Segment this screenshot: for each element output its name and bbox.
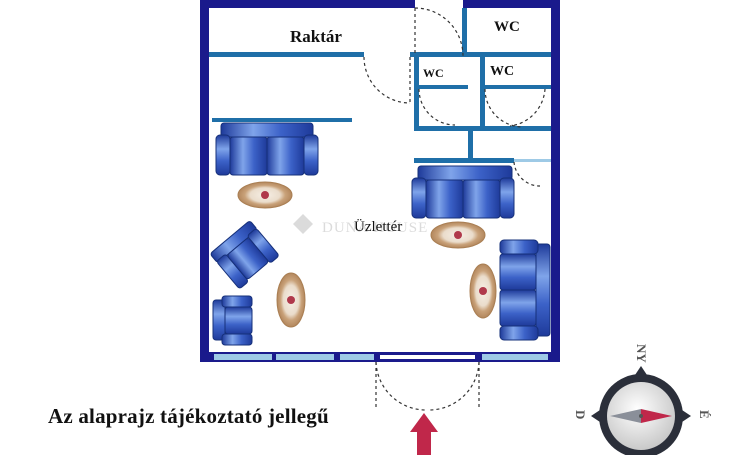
wall-top-left: [200, 0, 415, 8]
door-swing-entrance-right: [428, 361, 480, 411]
window: [340, 354, 374, 360]
compass-rose: NY É D: [573, 344, 712, 458]
furniture: [210, 122, 551, 346]
flower-vase: [479, 287, 487, 295]
flower-vase: [287, 296, 295, 304]
door-swing-wc-right-2: [509, 88, 546, 127]
wc-left-wall: [414, 57, 419, 129]
entrance-arrow-icon: [410, 413, 438, 455]
compass-label-north: NY: [634, 344, 649, 363]
window: [214, 354, 272, 360]
armchair: [212, 295, 253, 346]
wall-left: [200, 0, 209, 362]
room-label-wc-top: WC: [494, 19, 520, 35]
entrance-door-gap: [380, 355, 475, 359]
disclaimer-text: Az alaprajz tájékoztató jellegű: [48, 404, 329, 428]
wc-top-wall: [410, 52, 551, 57]
room-label-wc-left: WC: [423, 66, 444, 80]
compass-needle-red-icon: [641, 409, 672, 423]
room-label-wc-right: WC: [490, 64, 514, 79]
wc-lower-post: [468, 131, 473, 163]
door-swing-entrance-left: [375, 361, 427, 411]
walls: [200, 0, 560, 362]
wc-top-wall-left: [462, 8, 467, 56]
room-label-storage: Raktár: [290, 27, 342, 46]
door-swing-wc-right: [484, 88, 524, 128]
compass-needle-grey-icon: [610, 409, 641, 423]
compass-east-tick-icon: [679, 408, 691, 424]
sofa: [215, 122, 319, 176]
shelf-line: [212, 118, 352, 122]
flower-vase: [261, 191, 269, 199]
watermark-text: DUNA HOUSE: [322, 220, 428, 236]
sofa: [411, 165, 515, 219]
door-swing-wc-top: [414, 7, 464, 57]
compass-north-tick-icon: [633, 366, 649, 378]
wall-top-right: [463, 0, 560, 8]
wc-lower-window: [514, 159, 551, 162]
wc-right-floor-line: [485, 85, 551, 89]
room-labels: Raktár WC WC WC Üzlettér: [290, 19, 520, 235]
compass-west-tick-icon: [591, 408, 603, 424]
sofa: [499, 239, 551, 341]
compass-label-east: É: [697, 410, 712, 419]
rugs: [237, 181, 497, 328]
room-label-shop: Üzlettér: [354, 218, 402, 235]
window: [482, 354, 548, 360]
wall-right: [551, 0, 560, 362]
wc-lower-wall: [414, 158, 514, 163]
storage-wall: [209, 52, 364, 57]
door-swing-lower: [513, 161, 541, 187]
flower-vase: [454, 231, 462, 239]
watermark: DUNA HOUSE: [293, 214, 428, 236]
door-swing-storage: [363, 56, 411, 104]
door-swings: [363, 7, 546, 411]
wc-mid-wall: [480, 57, 485, 129]
wc-left-floor-line: [414, 85, 468, 89]
armchair: [210, 221, 279, 289]
watermark-logo-icon: [293, 214, 313, 234]
door-swing-wc-left: [418, 88, 456, 126]
compass-label-west: D: [573, 410, 588, 419]
window: [276, 354, 334, 360]
wc-bottom-wall: [414, 126, 551, 131]
